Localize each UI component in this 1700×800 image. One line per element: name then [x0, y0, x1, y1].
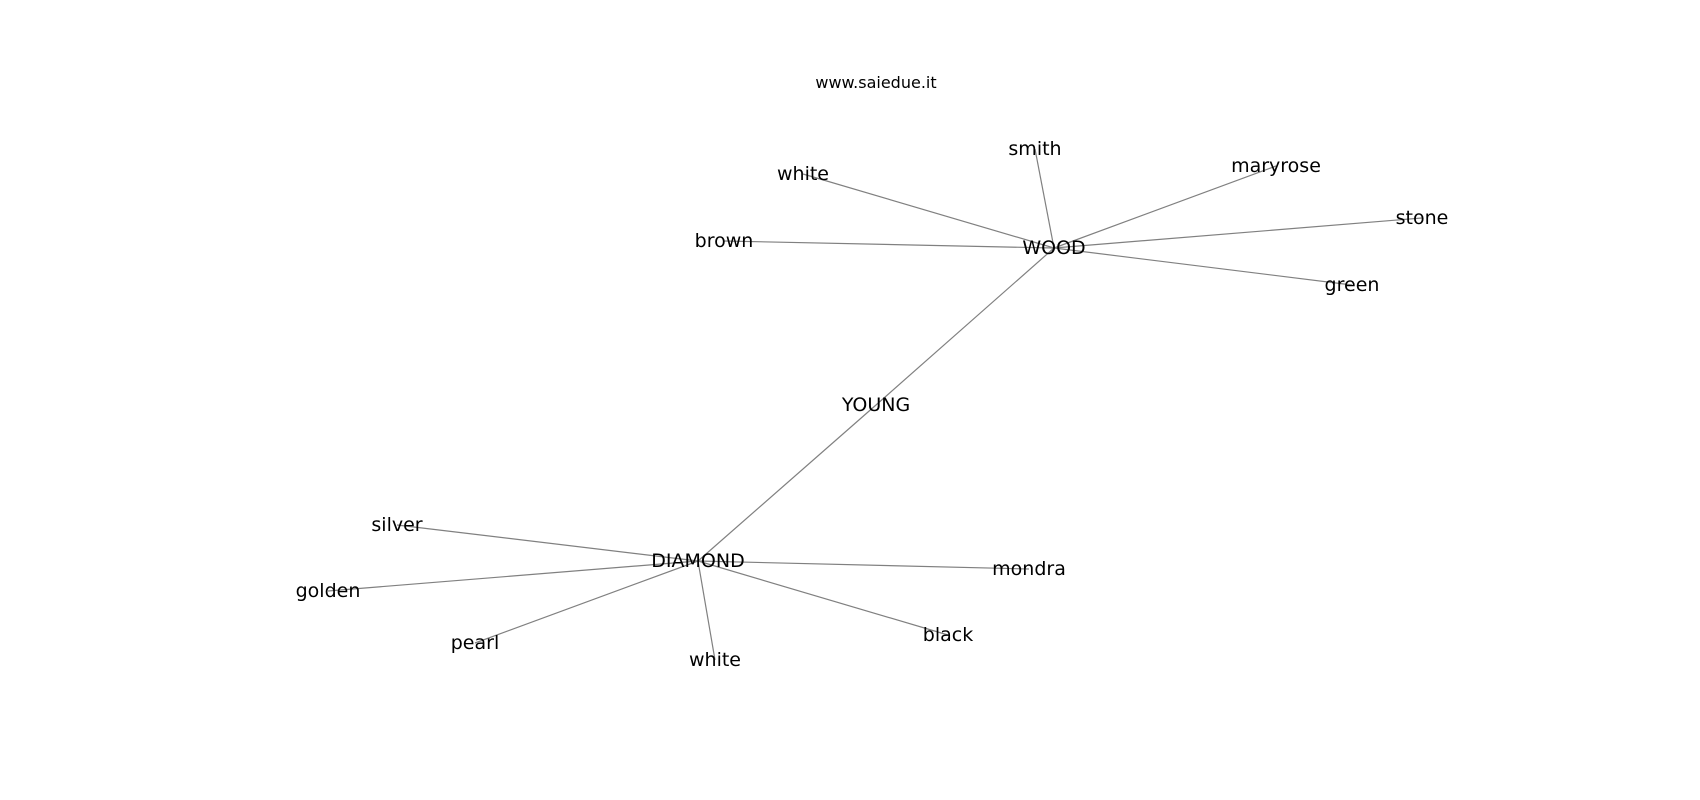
- edge-diamond-black: [697, 560, 949, 636]
- edge-wood-maryrose: [1053, 165, 1277, 249]
- node-label-stone: stone: [1396, 207, 1449, 229]
- node-label-green: green: [1325, 274, 1380, 296]
- edge-wood-smith: [1034, 148, 1055, 249]
- edge-wood-green: [1053, 247, 1353, 286]
- edge-diamond-golden: [327, 560, 699, 592]
- node-label-silver: silver: [371, 514, 422, 536]
- graph-nodes: YOUNG WOOD DIAMOND smith white maryrose brown s…: [296, 138, 1449, 671]
- node-label-maryrose: maryrose: [1231, 155, 1321, 177]
- edge-young-diamond: [697, 404, 877, 562]
- graph-title: www.saiedue.it: [815, 73, 936, 92]
- edge-diamond-mondra: [697, 560, 1030, 570]
- edge-wood-stone: [1053, 217, 1423, 249]
- node-label-golden: golden: [296, 580, 361, 602]
- edge-wood-white_w: [802, 173, 1055, 249]
- node-label-white-d: white: [689, 649, 741, 671]
- edge-wood-brown: [723, 240, 1055, 249]
- node-label-smith: smith: [1008, 138, 1061, 160]
- node-label-black: black: [923, 624, 973, 646]
- edge-young-wood: [875, 247, 1055, 406]
- node-label-white-w: white: [777, 163, 829, 185]
- node-label-young: YOUNG: [841, 394, 910, 416]
- graph-edges: [327, 148, 1423, 661]
- node-label-brown: brown: [695, 230, 754, 252]
- edge-diamond-white_d: [697, 560, 716, 661]
- node-label-pearl: pearl: [451, 632, 499, 654]
- node-label-wood: WOOD: [1022, 237, 1085, 259]
- node-label-diamond: DIAMOND: [651, 550, 744, 572]
- edge-diamond-pearl: [474, 560, 699, 644]
- node-label-mondra: mondra: [992, 558, 1066, 580]
- edge-diamond-silver: [396, 524, 699, 562]
